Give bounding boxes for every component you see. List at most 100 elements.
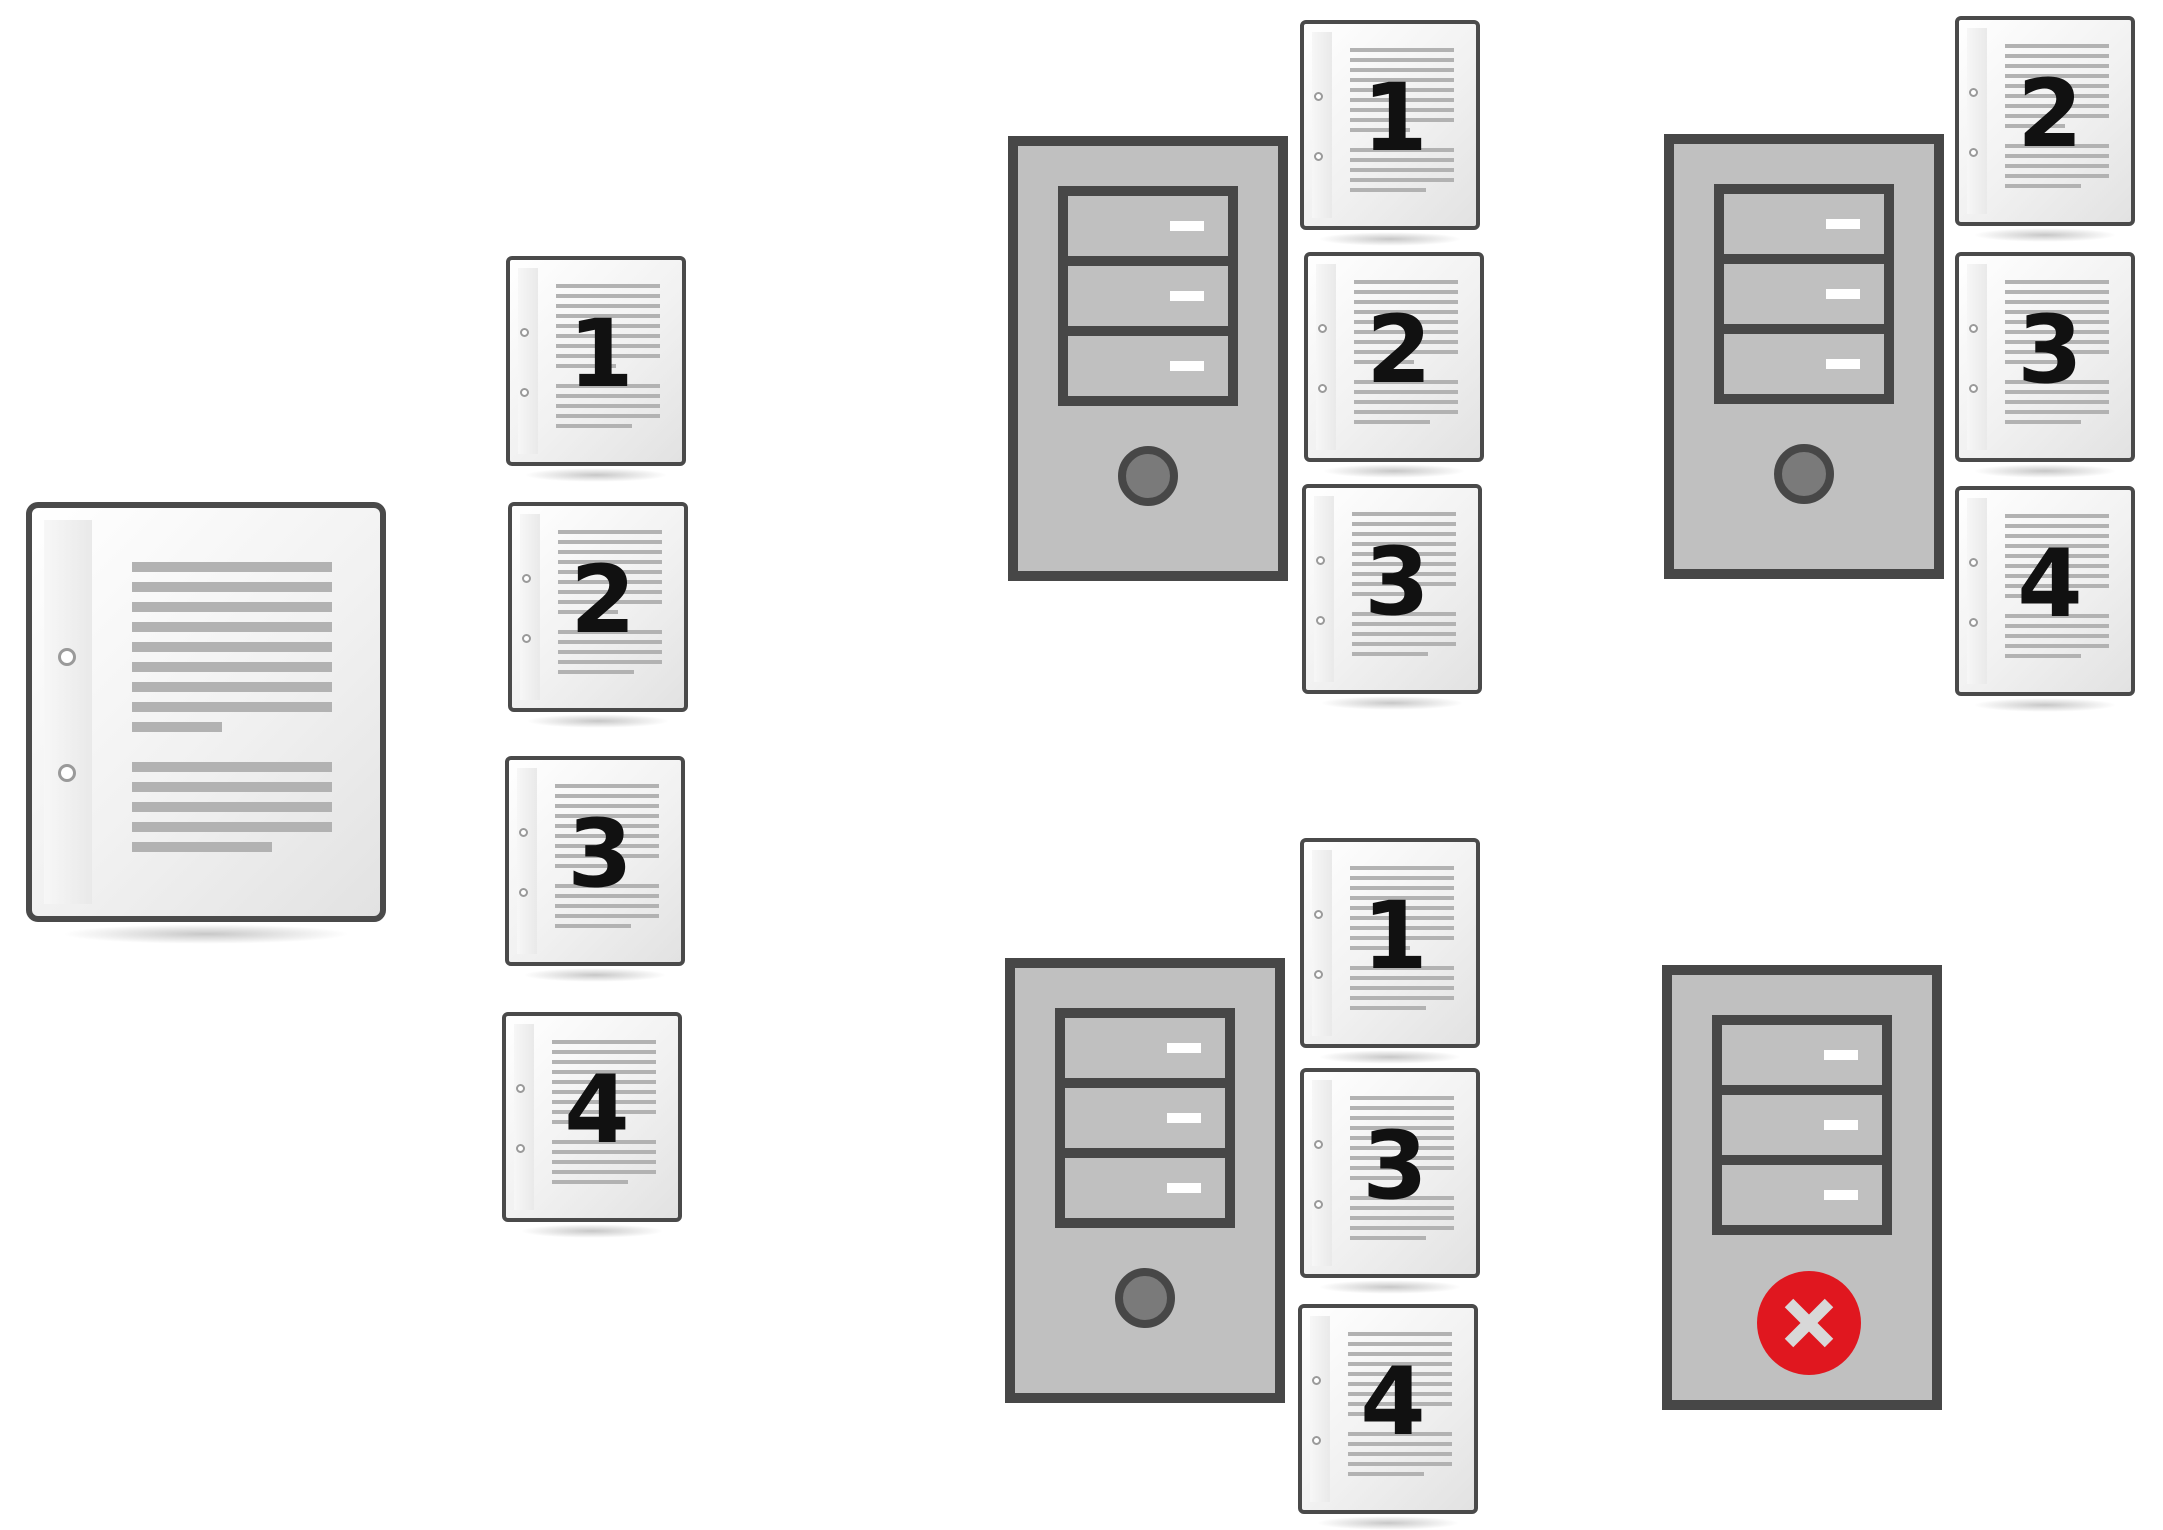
server-1-icon xyxy=(1008,136,1288,581)
chunk-number: 1 xyxy=(568,300,634,409)
punch-hole xyxy=(516,1144,525,1153)
punch-hole xyxy=(1969,384,1978,393)
text-line xyxy=(1352,632,1456,636)
text-line xyxy=(2005,634,2109,638)
text-line xyxy=(2005,410,2109,414)
text-line xyxy=(2005,114,2109,118)
text-line xyxy=(1350,966,1454,970)
text-line xyxy=(1354,330,1458,334)
text-line xyxy=(2005,554,2109,558)
text-line xyxy=(1354,290,1458,294)
text-line xyxy=(558,540,662,544)
text-line xyxy=(132,582,332,592)
document-margin xyxy=(514,1024,534,1210)
text-line xyxy=(556,364,616,368)
text-line xyxy=(1354,310,1458,314)
text-line xyxy=(1348,1402,1452,1406)
text-line xyxy=(1354,420,1430,424)
document-shadow xyxy=(1318,232,1462,246)
chunk-number: 2 xyxy=(570,546,636,655)
drive-led xyxy=(1167,1113,1201,1123)
text-line xyxy=(556,414,660,418)
text-line xyxy=(555,844,659,848)
drive-bay xyxy=(1722,1095,1882,1155)
text-line xyxy=(1350,1006,1426,1010)
text-line xyxy=(1354,280,1458,284)
text-line xyxy=(1350,58,1454,62)
drive-bay xyxy=(1724,194,1884,254)
text-line xyxy=(552,1040,656,1044)
drive-led xyxy=(1826,359,1860,369)
document-margin xyxy=(1312,32,1332,218)
server-3-replica-1-document-icon: 1 xyxy=(1300,838,1480,1064)
text-line xyxy=(1352,552,1456,556)
text-line xyxy=(1352,542,1456,546)
text-line xyxy=(2005,154,2109,158)
text-line xyxy=(132,602,332,612)
text-line xyxy=(556,344,660,348)
punch-hole xyxy=(520,328,529,337)
chunk-1-document-icon: 1 xyxy=(506,256,686,482)
text-line xyxy=(1350,88,1454,92)
chunk-number: 3 xyxy=(1364,528,1430,637)
text-line xyxy=(1350,1106,1454,1110)
drive-led xyxy=(1826,289,1860,299)
drive-bay xyxy=(1065,1088,1225,1148)
text-line xyxy=(2005,594,2065,598)
server-3-replica-4-document-icon: 4 xyxy=(1298,1304,1478,1530)
text-line xyxy=(558,560,662,564)
chunk-number: 4 xyxy=(2017,530,2083,639)
text-line xyxy=(558,670,634,674)
text-line xyxy=(2005,644,2109,648)
text-line xyxy=(555,924,631,928)
text-line xyxy=(2005,524,2109,528)
text-line xyxy=(556,404,660,408)
text-line xyxy=(1354,360,1414,364)
document-shadow xyxy=(523,968,667,982)
text-line xyxy=(1354,300,1458,304)
text-line xyxy=(556,334,660,338)
punch-hole xyxy=(1969,618,1978,627)
text-line xyxy=(2005,390,2109,394)
text-line xyxy=(1350,916,1454,920)
drive-led xyxy=(1167,1183,1201,1193)
text-line xyxy=(1350,48,1454,52)
text-line xyxy=(2005,654,2081,658)
text-line xyxy=(552,1110,656,1114)
text-line xyxy=(2005,124,2065,128)
punch-hole xyxy=(1318,324,1327,333)
document-paper: 1 xyxy=(506,256,686,466)
source-document-icon xyxy=(26,502,386,944)
punch-hole xyxy=(58,648,76,666)
document-paper: 1 xyxy=(1300,20,1480,230)
document-shadow xyxy=(1322,464,1466,478)
text-line xyxy=(1350,158,1454,162)
text-line xyxy=(1350,78,1454,82)
text-line xyxy=(1354,350,1458,354)
text-line xyxy=(556,304,660,308)
text-line xyxy=(2005,144,2109,148)
text-line xyxy=(1350,168,1454,172)
text-line xyxy=(1352,612,1456,616)
text-line xyxy=(1354,390,1458,394)
text-line xyxy=(1348,1342,1452,1346)
text-line xyxy=(2005,584,2109,588)
text-line xyxy=(2005,94,2109,98)
punch-hole xyxy=(1969,324,1978,333)
text-line xyxy=(1350,128,1410,132)
document-shadow xyxy=(526,714,670,728)
text-line xyxy=(2005,74,2109,78)
text-line xyxy=(558,580,662,584)
text-line xyxy=(2005,280,2109,284)
chunk-number: 2 xyxy=(1366,296,1432,405)
text-line xyxy=(552,1100,656,1104)
text-line xyxy=(1348,1472,1424,1476)
text-line xyxy=(1350,986,1454,990)
text-line xyxy=(1350,68,1454,72)
document-paper: 1 xyxy=(1300,838,1480,1048)
text-line xyxy=(2005,164,2109,168)
text-line xyxy=(1352,622,1456,626)
drive-bay xyxy=(1068,196,1228,256)
text-line xyxy=(132,802,332,812)
